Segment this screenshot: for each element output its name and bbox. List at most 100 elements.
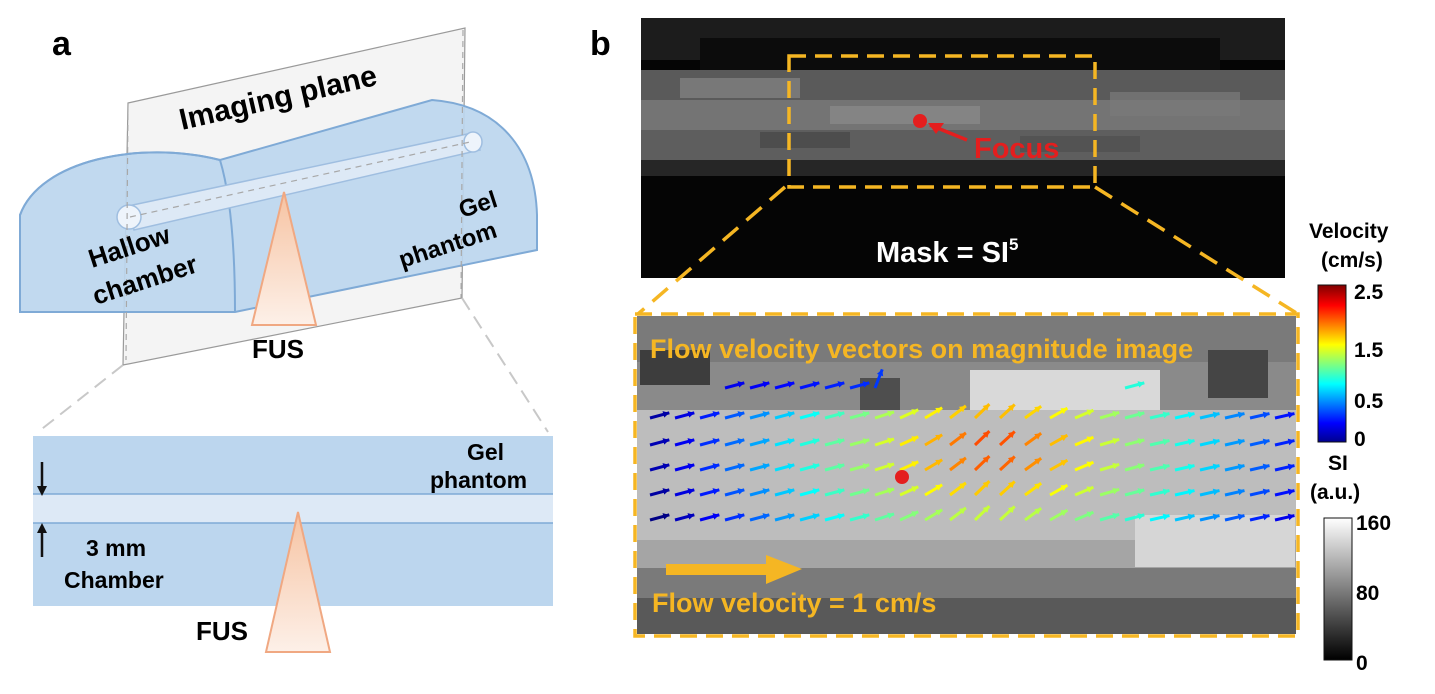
velocity-vector-head-104 xyxy=(1112,487,1120,495)
velocity-vector-head-84 xyxy=(1262,463,1270,471)
velocity-vector-head-34 xyxy=(662,438,670,445)
velocity-vector-head-57 xyxy=(1237,438,1245,446)
velocity-vector-head-83 xyxy=(1237,463,1245,471)
chamber-label: Chamber xyxy=(64,567,164,593)
velocity-vector-head-88 xyxy=(712,488,720,495)
velocity-vector-head-103 xyxy=(1086,486,1094,493)
zoom-focus-dot xyxy=(895,470,909,484)
velocity-vector-field xyxy=(649,368,1295,522)
vectors-title: Flow velocity vectors on magnitude image xyxy=(650,334,1193,364)
velocity-vector-head-136 xyxy=(1262,513,1270,521)
velocity-vector-head-73 xyxy=(982,456,990,463)
velocity-vector-head-22 xyxy=(1007,404,1015,412)
velocity-vector-head-121 xyxy=(887,512,895,520)
velocity-vector-head-70 xyxy=(911,461,919,468)
velocity-vector-head-39 xyxy=(787,438,795,445)
velocity-vector-head-117 xyxy=(787,513,795,520)
velocity-vector-head-53 xyxy=(1137,438,1145,445)
velocity-vector-head-77 xyxy=(1086,461,1094,468)
velocity-vector-head-26 xyxy=(1112,410,1120,418)
velocity-vector-head-102 xyxy=(1060,485,1068,492)
velocity-tick-2-5: 2.5 xyxy=(1354,281,1384,304)
velocity-vector-head-14 xyxy=(812,411,820,418)
velocity-vector-head-10 xyxy=(712,411,720,418)
velocity-vector-head-12 xyxy=(762,411,770,418)
velocity-vector-head-48 xyxy=(1007,431,1015,439)
velocity-vector-head-8 xyxy=(662,411,670,418)
velocity-vector-head-133 xyxy=(1187,513,1195,521)
velocity-vector-head-35 xyxy=(687,438,695,445)
velocity-vector-head-113 xyxy=(687,513,695,520)
velocity-vector-head-60 xyxy=(662,463,670,470)
velocity-vector-head-41 xyxy=(837,438,845,445)
velocity-vector-head-40 xyxy=(812,438,820,445)
velocity-vector-head-137 xyxy=(1287,513,1295,521)
scale-arrow xyxy=(666,555,802,584)
si-colorbar-title-2: (a.u.) xyxy=(1310,481,1360,504)
velocity-vector-head-112 xyxy=(662,513,670,520)
velocity-vector-head-7 xyxy=(1137,381,1145,388)
velocity-vector-head-64 xyxy=(762,463,770,470)
velocity-vector-head-107 xyxy=(1187,488,1195,496)
velocity-vector-head-0 xyxy=(737,381,745,388)
zoom-line-left xyxy=(636,185,787,316)
velocity-vector-head-21 xyxy=(982,404,990,411)
mask-label: Mask = SI5 xyxy=(876,235,1018,269)
velocity-vector-head-62 xyxy=(712,463,720,470)
velocity-vector-head-68 xyxy=(862,463,870,470)
velocity-tick-1-5: 1.5 xyxy=(1354,339,1384,362)
scale-label: Flow velocity = 1 cm/s xyxy=(652,588,936,618)
hollow-channel xyxy=(116,29,483,361)
velocity-vector-head-24 xyxy=(1060,408,1068,415)
velocity-vector-head-76 xyxy=(1060,460,1068,467)
velocity-vector-head-131 xyxy=(1137,513,1145,520)
cross-gel-label-2: phantom xyxy=(430,467,527,493)
velocity-vector-head-115 xyxy=(737,513,745,520)
velocity-vector-head-120 xyxy=(862,513,870,520)
velocity-vector-head-99 xyxy=(982,481,990,488)
velocity-vector-head-47 xyxy=(982,431,990,438)
velocity-vector-head-118 xyxy=(812,513,820,520)
velocity-vector-head-2 xyxy=(787,381,795,388)
velocity-vector-head-36 xyxy=(712,438,720,445)
velocity-vector-head-4 xyxy=(837,381,845,388)
velocity-vector-head-129 xyxy=(1086,511,1094,518)
velocity-vector-head-58 xyxy=(1262,438,1270,446)
velocity-vector-head-80 xyxy=(1162,463,1170,471)
si-tick-0: 0 xyxy=(1356,652,1368,675)
velocity-vector-head-122 xyxy=(911,511,919,518)
fus-bottom-label: FUS xyxy=(196,616,248,646)
velocity-vector-head-78 xyxy=(1112,462,1120,470)
velocity-vector-head-5 xyxy=(862,381,870,388)
velocity-vector-head-55 xyxy=(1187,438,1195,446)
velocity-vector-head-71 xyxy=(935,459,943,466)
velocity-vector-head-33 xyxy=(1287,411,1295,419)
velocity-vector-head-105 xyxy=(1137,488,1145,495)
velocity-vector-head-6 xyxy=(876,369,884,377)
si-tick-80: 80 xyxy=(1356,582,1379,605)
velocity-vector-head-130 xyxy=(1112,512,1120,520)
velocity-vector-head-94 xyxy=(862,488,870,495)
velocity-vector-head-56 xyxy=(1212,438,1220,446)
velocity-vector-head-31 xyxy=(1237,411,1245,419)
velocity-vector-head-1 xyxy=(762,381,770,388)
velocity-vector-head-132 xyxy=(1162,513,1170,521)
velocity-vector-head-17 xyxy=(887,410,895,418)
velocity-vector-head-37 xyxy=(737,438,745,445)
velocity-vector-head-81 xyxy=(1187,463,1195,471)
velocity-vector-head-91 xyxy=(787,488,795,495)
velocity-vector-head-101 xyxy=(1034,483,1042,490)
fus-cone-bottom xyxy=(264,511,332,653)
velocity-vector-head-114 xyxy=(712,513,720,520)
velocity-vector-head-134 xyxy=(1212,513,1220,521)
velocity-vector-head-124 xyxy=(958,507,966,515)
velocity-colorbar xyxy=(1317,284,1347,443)
velocity-vector-head-9 xyxy=(687,411,695,418)
velocity-vector-head-95 xyxy=(887,487,895,495)
si-colorbar xyxy=(1323,517,1353,661)
velocity-vector-head-87 xyxy=(687,488,695,495)
thickness-label: 3 mm xyxy=(86,535,146,561)
panel-a-label: a xyxy=(52,25,72,63)
velocity-vector-head-86 xyxy=(662,488,670,495)
velocity-vector-head-25 xyxy=(1086,409,1094,416)
